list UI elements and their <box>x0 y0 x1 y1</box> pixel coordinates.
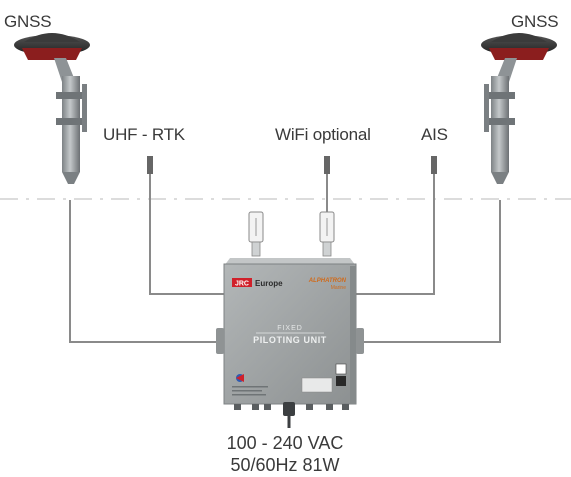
power-gland <box>283 402 295 416</box>
uhf-rtk-label: UHF - RTK <box>103 125 185 144</box>
gnss-mast-end <box>491 172 509 184</box>
gland <box>264 404 271 410</box>
gland <box>342 404 349 410</box>
gnss-dome-top <box>491 33 547 42</box>
qr-code <box>336 376 346 386</box>
left-boss <box>216 328 224 354</box>
ais-connector <box>431 156 437 174</box>
enclosure-body <box>223 263 357 405</box>
piloting-unit: JRC Europe ALPHATRON Marine FIXED PILOTI… <box>216 258 364 428</box>
gnss-left-label: GNSS <box>4 12 52 31</box>
gland <box>326 404 333 410</box>
small-print-1 <box>232 386 268 388</box>
gnss-bracket <box>82 84 87 132</box>
power-voltage: 100 - 240 VAC <box>226 433 344 453</box>
cable-uhf <box>149 172 224 295</box>
alphatron-logo-text: ALPHATRON <box>308 278 347 284</box>
product-line-2: PILOTING UNIT <box>253 335 327 345</box>
rating-label <box>301 377 333 393</box>
gnss-base <box>22 48 82 60</box>
cable-gnss-right <box>355 200 501 343</box>
wifi-optional-label: WiFi optional <box>275 125 371 144</box>
wifi-antenna-right <box>319 211 335 257</box>
jrc-logo <box>232 278 252 287</box>
product-line-1: FIXED <box>277 325 303 332</box>
small-print-3 <box>232 394 266 396</box>
gnss-base <box>489 48 549 60</box>
wifi-connector <box>324 156 330 174</box>
gland <box>234 404 241 410</box>
gnss-clamp-upper <box>56 92 86 99</box>
wifi-antenna-left <box>248 211 264 257</box>
enclosure-side <box>350 266 356 404</box>
power-spec: 100 - 240 VAC 50/60Hz 81W <box>200 432 370 476</box>
flag-logo-accent <box>236 374 244 382</box>
gnss-bracket <box>484 84 489 132</box>
gnss-mast-end <box>62 172 80 184</box>
jrc-suffix-text: Europe <box>255 279 283 288</box>
power-frequency-wattage: 50/60Hz 81W <box>230 455 340 475</box>
gland <box>306 404 313 410</box>
cable-gnss-left <box>69 200 224 343</box>
alphatron-marine-text: Marine <box>331 285 347 291</box>
jrc-logo-text: JRC <box>235 281 249 288</box>
gnss-clamp-lower <box>485 118 515 125</box>
gnss-left-antenna <box>14 33 90 184</box>
gnss-clamp-lower <box>56 118 86 125</box>
cables <box>69 172 501 343</box>
gnss-dome-top <box>24 33 80 42</box>
wifi-badge <box>335 363 347 375</box>
right-boss <box>356 328 364 354</box>
small-print-2 <box>232 390 262 392</box>
gnss-right-label: GNSS <box>511 12 559 31</box>
gland <box>252 404 259 410</box>
gnss-right-antenna <box>481 33 557 184</box>
gnss-clamp-upper <box>485 92 515 99</box>
ais-label: AIS <box>421 125 448 144</box>
cable-ais <box>355 172 435 295</box>
uhf-connector <box>147 156 153 174</box>
